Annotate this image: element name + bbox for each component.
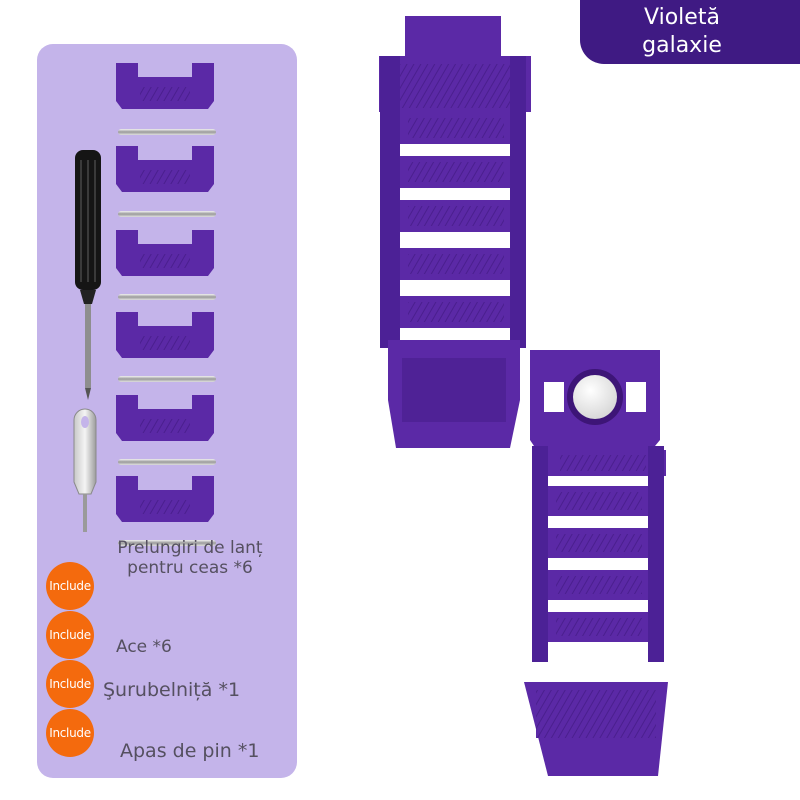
screwdriver-label: Şurubelniță *1 <box>103 679 241 701</box>
link-extension-icon <box>116 63 214 522</box>
pin-remover-icon <box>73 408 97 532</box>
link-extensions-label: Prelungiri de lanț pentru ceas *6 <box>100 538 280 578</box>
strap-lower <box>524 350 668 776</box>
pin-remover-label: Apas de pin *1 <box>120 740 260 762</box>
pins-label: Ace *6 <box>116 637 172 657</box>
include-badge: Include <box>46 660 94 708</box>
include-badge: Include <box>46 562 94 610</box>
color-name-tag: Violetă galaxie <box>580 0 800 64</box>
color-name-line1: Violetă <box>644 5 720 30</box>
include-badge: Include <box>46 709 94 757</box>
spring-bar-pin-icon <box>118 129 216 546</box>
include-badge: Include <box>46 611 94 659</box>
color-name-line2: galaxie <box>642 33 722 58</box>
screwdriver-icon <box>75 150 101 400</box>
strap-upper <box>379 16 531 448</box>
link-extensions-label-line1: Prelungiri de lanț <box>117 538 263 558</box>
link-extensions-label-line2: pentru ceas *6 <box>127 558 253 578</box>
